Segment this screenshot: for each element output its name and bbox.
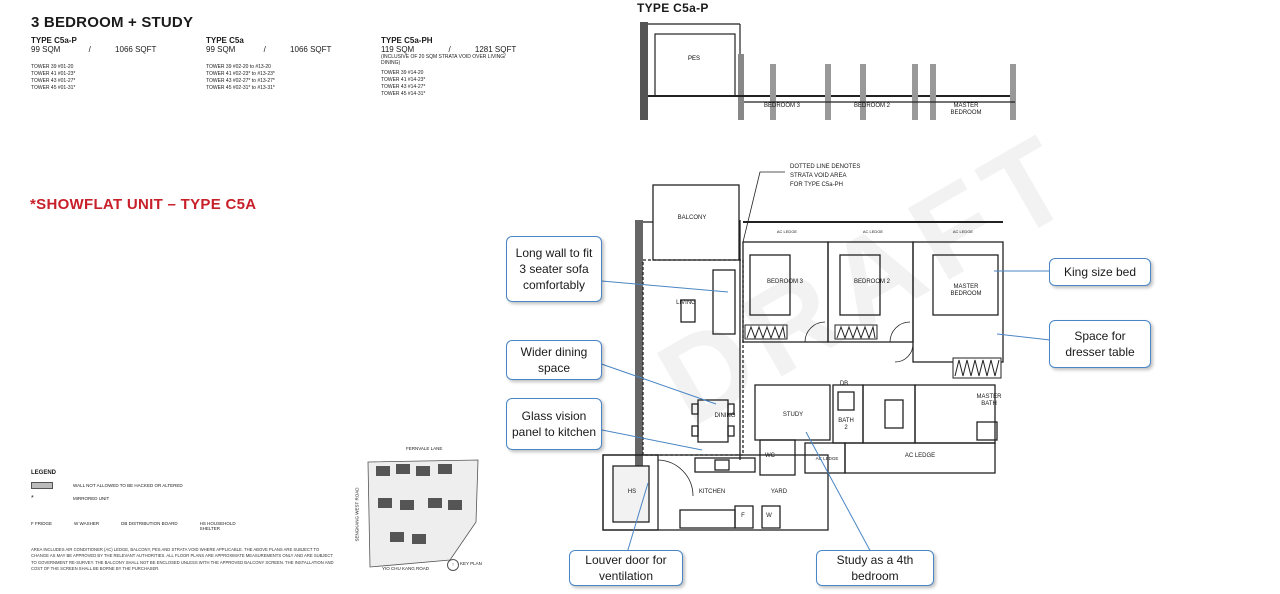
legend-row-wall: WALL NOT ALLOWED TO BE HACKED OR ALTERED: [31, 482, 183, 489]
legend-mirrored-text: MIRRORED UNIT: [73, 496, 110, 501]
legend-code: W WASHER: [74, 521, 100, 526]
tower-item: TOWER 45 #14-31*: [381, 91, 426, 97]
note-line: STRATA VOID AREA: [790, 173, 847, 179]
room-master-bath: MASTER BATH: [976, 394, 1002, 407]
size-row: 99 SQM / 1066 SQFT: [206, 45, 356, 54]
tower-list: TOWER 39 #02-20 to #13-20 TOWER 41 #02-2…: [206, 64, 356, 92]
top-bedroom-2-label: BEDROOM 2: [853, 103, 890, 109]
note-line: DOTTED LINE DENOTES: [790, 164, 861, 170]
legend: LEGEND WALL NOT ALLOWED TO BE HACKED OR …: [31, 470, 183, 502]
top-bedroom-3-label: BEDROOM 3: [763, 103, 800, 109]
key-plan-label: KEY PLAN: [460, 561, 482, 566]
legend-code: DB DISTRIBUTION BOARD: [121, 521, 178, 526]
callout-bed: King size bed: [1049, 258, 1151, 286]
separator: /: [448, 45, 451, 54]
tower-item: TOWER 41 #02-23* to #13-23*: [206, 71, 275, 77]
callout-study-text: Study as a 4th bedroom: [836, 553, 914, 583]
type-name: TYPE C5a: [206, 36, 244, 45]
size-row: 119 SQM / 1281 SQFT: [381, 45, 516, 54]
road-bottom: YIO CHU KANG ROAD: [382, 566, 430, 571]
sqm: 119 SQM: [381, 45, 415, 54]
room-master-bedroom: MASTER BEDROOM: [950, 284, 982, 297]
tower-item: TOWER 43 #14-27*: [381, 84, 426, 90]
room-ac-ledge: AC LEDGE: [904, 453, 936, 459]
sqft: 1066 SQFT: [290, 45, 332, 54]
north-arrow-icon: ↑: [447, 559, 459, 571]
legend-title: LEGEND: [31, 470, 57, 476]
room-ac-ledge-top-1: AC LEDGE: [776, 229, 798, 234]
sqm: 99 SQM: [206, 45, 236, 54]
top-master-bedroom-label: MASTER BEDROOM: [950, 103, 982, 116]
room-bedroom-3: BEDROOM 3: [766, 279, 803, 285]
wall-swatch: [31, 482, 53, 489]
legend-wall-text: WALL NOT ALLOWED TO BE HACKED OR ALTERED: [73, 483, 183, 488]
tower-item: TOWER 39 #02-20 to #13-20: [206, 64, 271, 70]
legend-row-mirrored: * MIRRORED UNIT: [31, 495, 183, 502]
room-wc: WC: [765, 453, 775, 459]
showflat-heading: *SHOWFLAT UNIT – TYPE C5A: [30, 196, 257, 213]
top-plan-title: TYPE C5a-P: [637, 1, 709, 15]
page-title: 3 BEDROOM + STUDY: [31, 14, 194, 31]
type-c5a-block: TYPE C5a 99 SQM / 1066 SQFT TOWER 39 #02…: [206, 36, 356, 92]
sqft: 1066 SQFT: [115, 45, 157, 54]
room-balcony: BALCONY: [677, 215, 707, 221]
size-row: 99 SQM / 1066 SQFT: [31, 45, 181, 54]
pes-label: PES: [688, 56, 700, 62]
callout-dining: Wider dining space: [506, 340, 602, 380]
tower-item: TOWER 41 #14-23*: [381, 77, 426, 83]
room-study: STUDY: [782, 412, 804, 418]
room-washer: W: [766, 513, 772, 519]
sqm: 99 SQM: [31, 45, 61, 54]
callout-sofa: Long wall to fit 3 seater sofa comfortab…: [506, 236, 602, 302]
tower-item: TOWER 39 #01-20: [31, 64, 74, 70]
dotted-line-note: DOTTED LINE DENOTES STRATA VOID AREA FOR…: [790, 163, 860, 190]
room-ac-ledge-top-3: AC LEDGE: [952, 229, 974, 234]
top-partial-floorplan: PES: [640, 22, 1016, 120]
type-c5a-p-block: TYPE C5a-P 99 SQM / 1066 SQFT TOWER 39 #…: [31, 36, 181, 92]
type-name: TYPE C5a-P: [31, 36, 77, 45]
callout-study: Study as a 4th bedroom: [816, 550, 934, 586]
main-floorplan: [602, 171, 1004, 531]
road-left: SENGKANG WEST ROAD: [354, 487, 360, 542]
legend-star: *: [31, 495, 34, 502]
tower-list: TOWER 39 #14-20 TOWER 41 #14-23* TOWER 4…: [381, 70, 511, 98]
room-ac-ledge-small: AC LEDGE: [815, 456, 839, 461]
callout-glass: Glass vision panel to kitchen: [506, 398, 602, 450]
strata-note: (INCLUSIVE OF 20 SQM STRATA VOID OVER LI…: [381, 54, 506, 66]
legend-codes: F FRIDGE W WASHER DB DISTRIBUTION BOARD …: [31, 521, 240, 531]
separator: /: [88, 45, 91, 54]
room-ac-ledge-top-2: AC LEDGE: [862, 229, 884, 234]
note-line: FOR TYPE C5a-PH: [790, 182, 843, 188]
room-fridge: F: [741, 513, 745, 519]
room-dining: DINING: [714, 413, 736, 419]
tower-list: TOWER 39 #01-20 TOWER 41 #01-23* TOWER 4…: [31, 64, 181, 92]
tower-item: TOWER 45 #01-31*: [31, 85, 76, 91]
tower-item: TOWER 43 #01-27*: [31, 78, 76, 84]
tower-item: TOWER 43 #02-27* to #13-27*: [206, 78, 275, 84]
room-db: DB: [839, 381, 849, 387]
sqft: 1281 SQFT: [474, 45, 517, 54]
separator: /: [263, 45, 266, 54]
room-bedroom-2: BEDROOM 2: [853, 279, 890, 285]
disclaimer: AREA INCLUDES AIR CONDITIONER (AC) LEDGE…: [31, 547, 334, 571]
key-plan-map: [367, 459, 479, 568]
tower-item: TOWER 45 #02-31* to #13-31*: [206, 85, 275, 91]
room-hs: HS: [627, 489, 637, 495]
room-kitchen: KITCHEN: [698, 489, 726, 495]
room-yard: YARD: [770, 489, 788, 495]
type-name: TYPE C5a-PH: [381, 36, 433, 45]
legend-code: F FRIDGE: [31, 521, 52, 526]
callout-louver: Louver door for ventilation: [569, 550, 683, 586]
callout-dresser: Space for dresser table: [1049, 320, 1151, 368]
tower-item: TOWER 39 #14-20: [381, 70, 424, 76]
road-top: FERNVALE LANE: [406, 446, 443, 451]
type-c5a-ph-block: TYPE C5a-PH 119 SQM / 1281 SQFT (INCLUSI…: [381, 36, 516, 98]
room-living: LIVING: [676, 300, 696, 306]
legend-code: HS HOUSEHOLD SHELTER: [199, 521, 236, 531]
tower-item: TOWER 41 #01-23*: [31, 71, 76, 77]
room-bath-2: BATH 2: [838, 418, 854, 431]
